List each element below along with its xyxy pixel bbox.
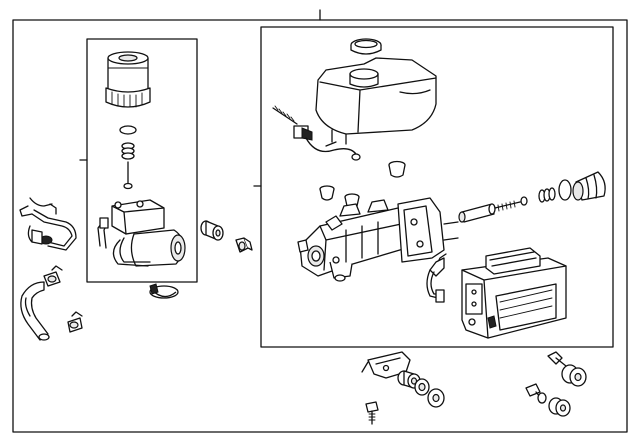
accumulator — [105, 51, 151, 108]
o-ring — [119, 125, 137, 135]
actuator-unit — [461, 247, 567, 339]
booster-flange — [397, 197, 459, 263]
grommet-upper — [388, 160, 406, 178]
bushing-pair-center — [397, 370, 430, 396]
grommet-left — [319, 185, 335, 201]
hose-with-clamp — [19, 197, 77, 251]
master-cylinder-group — [253, 26, 614, 348]
master-cylinder-body — [297, 199, 421, 282]
rod-spring — [538, 187, 556, 203]
bolt-right-lower — [525, 383, 547, 404]
bleeder-plug — [235, 237, 253, 253]
grommet-right-lower — [548, 397, 571, 417]
bolt-right-upper — [547, 351, 567, 367]
hose-clip-upper — [43, 265, 63, 287]
reservoir-tank — [315, 57, 437, 145]
diagram-frame — [12, 9, 628, 433]
collar-center — [427, 388, 445, 408]
pump-assembly-group — [79, 38, 198, 283]
hose-clip-lower — [67, 311, 83, 333]
bolt-bottom — [365, 401, 379, 425]
rod-boot — [572, 171, 606, 201]
master-cylinder-box — [260, 26, 614, 348]
reservoir-cap — [350, 38, 382, 55]
union-fitting — [200, 220, 224, 241]
pump-hose-clamp — [149, 283, 179, 299]
pump-motor — [97, 199, 186, 267]
reservoir-hose — [20, 281, 50, 341]
pushrod-assembly — [458, 196, 528, 223]
snap-ring — [558, 179, 572, 201]
reservoir-sensor-wire — [272, 105, 361, 161]
pump-spring — [121, 142, 135, 160]
grommet-right-upper — [561, 364, 587, 387]
pump-plunger — [123, 161, 133, 190]
sensor-bracket — [426, 253, 447, 303]
